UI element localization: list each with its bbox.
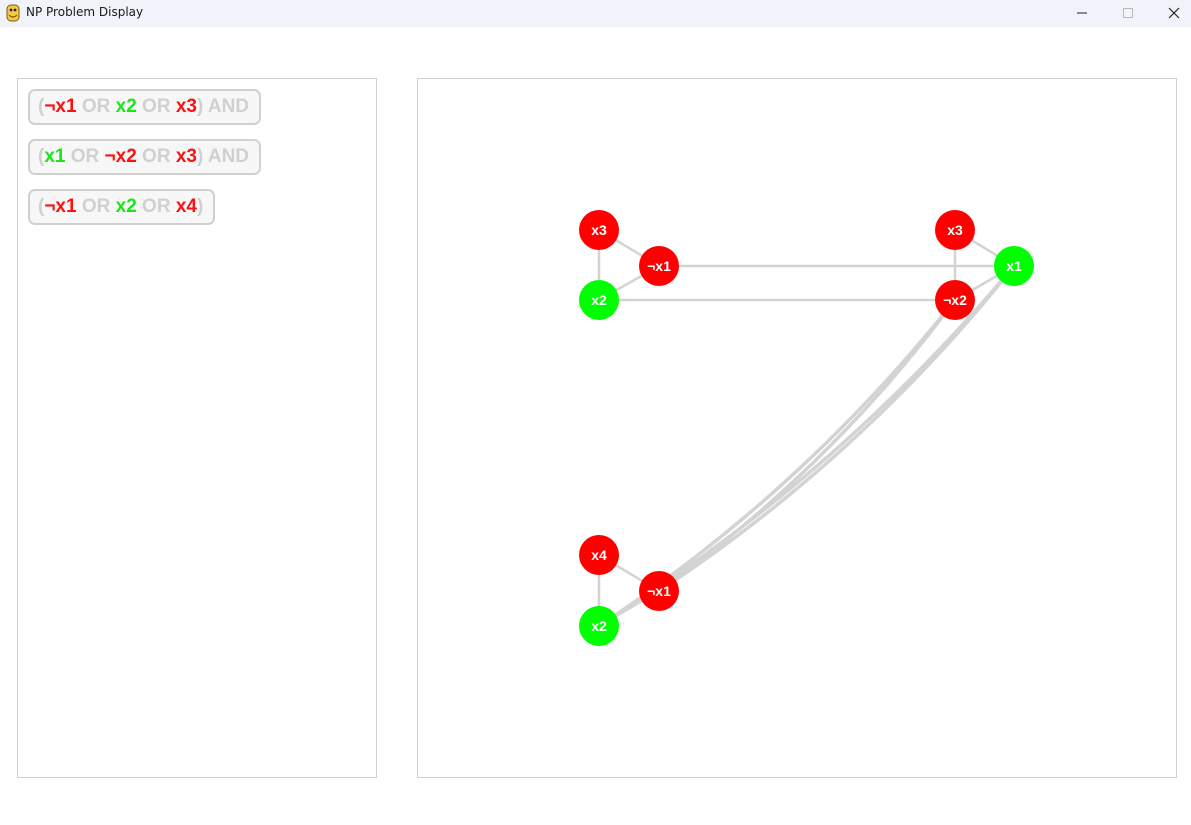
node-circle <box>639 246 679 286</box>
node-label: x3 <box>591 222 607 238</box>
clause-literal: x2 <box>115 196 137 217</box>
close-button[interactable] <box>1151 0 1191 27</box>
node-label: x2 <box>591 292 607 308</box>
clause-operator: ( <box>38 146 45 167</box>
clause-operator: OR <box>76 96 116 117</box>
graph-node-c1-x2[interactable]: x2 <box>579 280 619 320</box>
graph-panel: x3 ¬x1 x2 x3 x1 ¬x2 x4 ¬x1 x2 <box>417 78 1177 778</box>
clause-operator: ) <box>196 196 204 217</box>
clause-literal: ¬x1 <box>44 96 77 117</box>
clause-operator: ) AND <box>196 96 250 117</box>
window-title: NP Problem Display <box>26 5 144 19</box>
clause-operator: ( <box>38 96 45 117</box>
node-label: ¬x1 <box>647 258 671 274</box>
clause-literal: x3 <box>175 96 197 117</box>
graph-edge <box>657 298 957 593</box>
clause-panel: (¬x1 OR x2 OR x3) AND(x1 OR ¬x2 OR x3) A… <box>17 78 377 778</box>
node-circle <box>579 606 619 646</box>
maximize-button[interactable] <box>1105 0 1151 27</box>
graph-node-c1-nx1[interactable]: ¬x1 <box>639 246 679 286</box>
clause-box: (¬x1 OR x2 OR x4) <box>28 189 216 225</box>
node-circle <box>639 571 679 611</box>
node-label: x1 <box>1006 258 1022 274</box>
clause-operator: ) AND <box>196 146 250 167</box>
node-label: x3 <box>947 222 963 238</box>
minimize-icon <box>1077 12 1087 14</box>
maximize-icon <box>1123 8 1133 18</box>
graph-node-c2-nx2[interactable]: ¬x2 <box>935 280 975 320</box>
clause-box: (x1 OR ¬x2 OR x3) AND <box>28 139 262 175</box>
node-circle <box>579 535 619 575</box>
python-snake-icon <box>6 4 20 22</box>
clause-box: (¬x1 OR x2 OR x3) AND <box>28 89 262 125</box>
clause-operator: OR <box>136 96 176 117</box>
clause-operator: OR <box>136 146 176 167</box>
clause-literal: x4 <box>175 196 197 217</box>
clause-operator: OR <box>65 146 105 167</box>
node-circle <box>935 210 975 250</box>
clause-literal: x2 <box>115 96 137 117</box>
clause-literal: x1 <box>44 146 66 167</box>
graph-node-c1-x3[interactable]: x3 <box>579 210 619 250</box>
node-circle <box>994 246 1034 286</box>
graph-node-c2-x3[interactable]: x3 <box>935 210 975 250</box>
minimize-button[interactable] <box>1059 0 1105 27</box>
close-icon <box>1168 7 1180 19</box>
clause-literal: ¬x1 <box>44 196 77 217</box>
clause-operator: OR <box>76 196 116 217</box>
clause-operator: ( <box>38 196 45 217</box>
clause-literal: x3 <box>175 146 197 167</box>
graph-node-c2-x1[interactable]: x1 <box>994 246 1034 286</box>
title-bar[interactable]: NP Problem Display <box>0 0 1191 27</box>
clause-operator: OR <box>136 196 176 217</box>
graph-node-c3-x2[interactable]: x2 <box>579 606 619 646</box>
graph-node-c3-nx1[interactable]: ¬x1 <box>639 571 679 611</box>
node-label: ¬x2 <box>943 292 967 308</box>
clause-literal: ¬x2 <box>104 146 137 167</box>
node-circle <box>935 280 975 320</box>
node-label: x4 <box>591 547 607 563</box>
node-circle <box>579 280 619 320</box>
node-label: x2 <box>591 618 607 634</box>
node-label: ¬x1 <box>647 583 671 599</box>
graph-canvas: x3 ¬x1 x2 x3 x1 ¬x2 x4 ¬x1 x2 <box>579 210 1034 646</box>
node-circle <box>579 210 619 250</box>
graph-node-c3-x4[interactable]: x4 <box>579 535 619 575</box>
